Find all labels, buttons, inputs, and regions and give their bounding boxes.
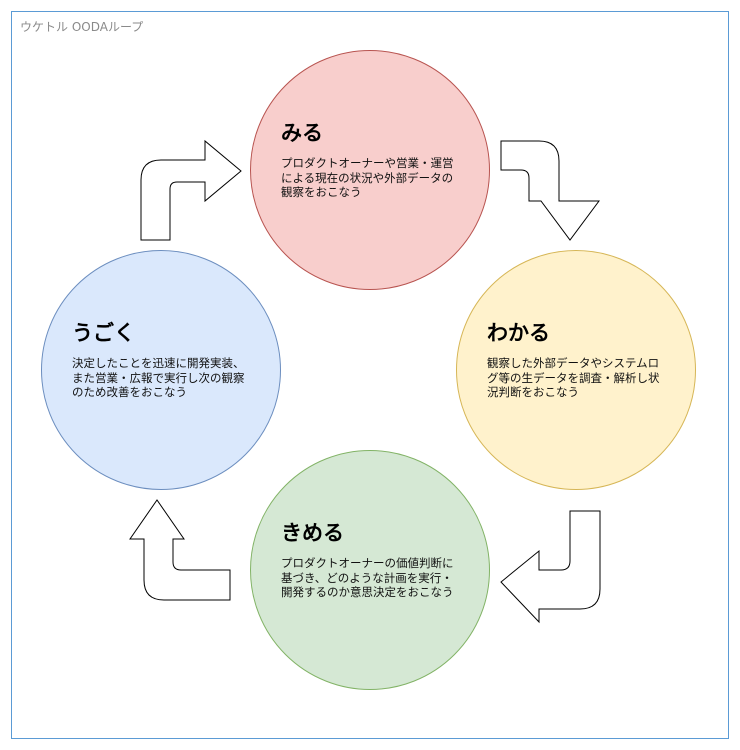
node-title: わかる xyxy=(487,321,550,345)
node-description: プロダクトオーナーや営業・運営 による現在の状況や外部データの 観察をおこなう xyxy=(281,156,454,199)
diagram-title: ウケトル OODAループ xyxy=(20,20,144,34)
diagram-frame xyxy=(11,11,729,739)
node-title: みる xyxy=(281,121,323,145)
node-decide: きめる プロダクトオーナーの価値判断に 基づき、どのような計画を実行・ 開発する… xyxy=(250,450,490,690)
arrow-decide-to-act xyxy=(129,499,231,601)
node-description: 決定したことを迅速に開発実装、 また営業・広報で実行し次の観察 のため改善をおこ… xyxy=(72,356,245,399)
node-description: プロダクトオーナーの価値判断に 基づき、どのような計画を実行・ 開発するのか意思… xyxy=(281,556,454,599)
node-description: 観察した外部データやシステムロ グ等の生データを調査・解析し状 況判断をおこなう xyxy=(487,356,660,399)
arrow-observe-to-orient xyxy=(500,140,600,241)
arrow-orient-to-decide xyxy=(500,510,601,624)
node-title: きめる xyxy=(281,521,344,545)
node-observe: みる プロダクトオーナーや営業・運営 による現在の状況や外部データの 観察をおこ… xyxy=(250,50,490,290)
node-title: うごく xyxy=(72,321,135,345)
arrow-act-to-observe xyxy=(140,139,242,241)
node-act: うごく 決定したことを迅速に開発実装、 また営業・広報で実行し次の観察 のため改… xyxy=(41,250,281,490)
node-orient: わかる 観察した外部データやシステムロ グ等の生データを調査・解析し状 況判断を… xyxy=(456,250,696,490)
